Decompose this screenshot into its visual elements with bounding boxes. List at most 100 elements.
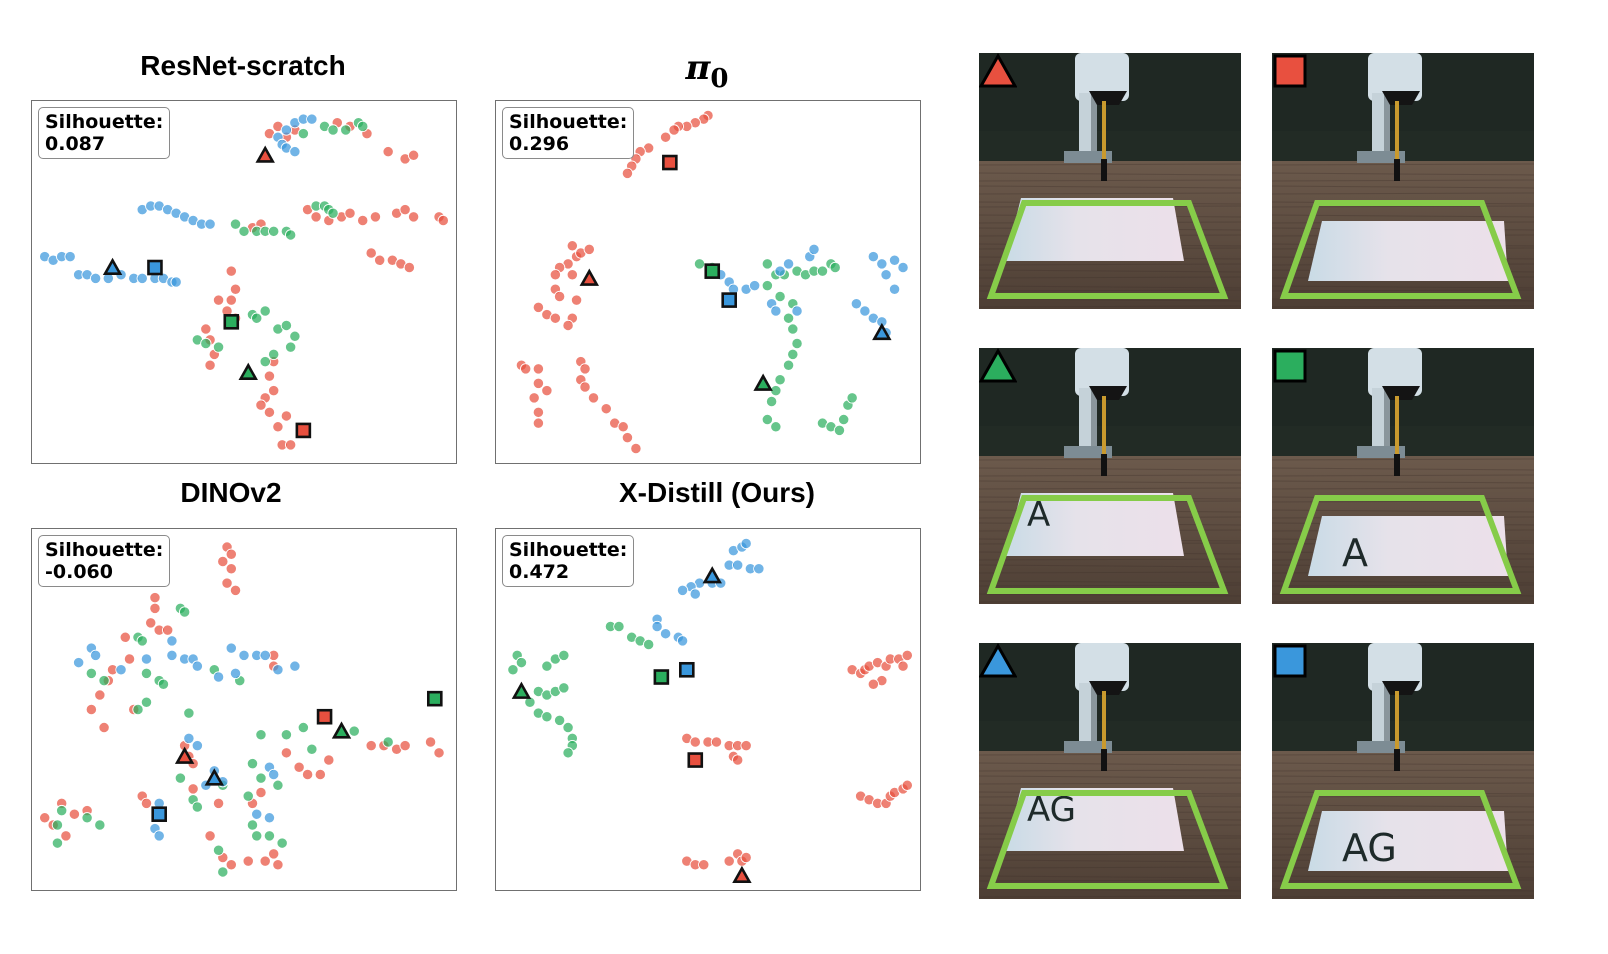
data-point-green [782,359,795,371]
data-point-red [723,855,735,867]
data-point-blue [89,649,102,662]
data-point-green [200,337,212,350]
blue-triangle-marker [702,566,722,584]
scatter-plot [515,109,909,455]
data-point-blue [280,124,293,136]
data-point-blue [72,656,85,669]
data-point-red [867,678,880,690]
scatter-panel-resnet: Silhouette:0.087 [31,100,457,464]
handwritten-text: AG [1027,790,1076,830]
data-point-green [242,790,254,802]
data-point-red [229,584,242,597]
data-point-red [39,812,51,824]
photo-scene: AG [979,643,1241,899]
data-point-red [549,312,562,324]
data-point-blue [170,276,182,288]
data-point-red [323,754,335,766]
green-square-marker [223,314,240,330]
panel-title-dinov2: DINOv2 [180,477,282,508]
data-point-red [217,555,229,568]
data-point-green [263,830,276,842]
silhouette-box: Silhouette:0.087 [38,107,171,159]
data-point-red [407,211,420,223]
data-point-red [374,254,386,266]
data-point-red [740,851,752,864]
green-square-marker [653,669,670,685]
red-triangle-icon [979,53,1017,88]
scatter-plot [39,113,449,451]
data-point-green [761,258,774,270]
data-point-blue [676,635,689,647]
blue-square-marker [679,661,695,678]
data-point-red [123,653,136,665]
green-triangle-marker [753,373,773,391]
data-point-green [251,312,263,324]
handwritten-text: A [1342,531,1368,575]
data-point-green [816,265,829,277]
data-point-red [149,591,161,604]
data-point-green [642,638,655,651]
data-point-blue [659,628,672,640]
data-point-green [246,757,259,770]
data-point-green [562,747,574,759]
data-point-green [238,225,250,237]
robot-photo-red-triangle [979,53,1241,309]
photo-scene [979,53,1241,309]
data-point-red [403,261,416,274]
data-point-red [284,439,297,451]
data-point-blue [859,305,871,317]
data-point-green [838,413,850,426]
data-point-green [846,392,858,404]
data-point-blue [888,283,901,295]
data-point-blue [770,305,782,317]
data-point-green [327,124,339,136]
red-square-marker [316,708,333,725]
data-point-green [791,337,803,350]
data-point-blue [153,830,165,842]
data-point-green [507,664,519,676]
data-point-red [549,269,562,281]
data-point-red [433,747,445,759]
data-point-blue [191,739,204,752]
green-square-marker [704,263,721,279]
data-point-green [94,819,106,831]
robot-photo-green-triangle: A [979,348,1241,604]
data-point-green [833,424,846,437]
data-point-red [204,830,216,842]
data-point-green [284,229,297,241]
data-point-green [761,413,774,426]
photo-scene: A [979,348,1241,604]
data-point-red [659,131,672,143]
data-point-blue [251,808,263,820]
data-point-red [587,392,600,404]
data-point-blue [64,251,76,263]
data-point-red [579,381,591,393]
silhouette-box: Silhouette:-0.060 [38,535,171,587]
data-point-green [217,866,229,878]
panel-title-resnet: ResNet-scratch [140,50,346,81]
workspace-frame [986,790,1229,889]
data-point-blue [204,218,216,230]
data-point-green [297,127,310,140]
green-triangle-icon [979,348,1017,383]
data-point-blue [774,265,786,277]
data-point-red [212,294,225,306]
red-square-icon [1273,54,1307,88]
data-point-green [770,421,782,433]
data-point-blue [263,812,276,824]
data-point-blue [867,251,880,263]
handwritten-text: AG [1342,826,1397,870]
green-triangle-marker [331,721,352,739]
data-point-green [765,395,778,408]
data-point-blue [808,243,820,256]
data-point-red [710,736,723,748]
photo-scene: AG [1272,643,1534,899]
silhouette-label: Silhouette: [45,539,164,561]
data-point-blue [306,113,318,125]
data-point-red [532,363,545,375]
data-point-blue [740,537,752,550]
red-square-marker [295,422,312,439]
data-point-red [520,363,532,375]
data-point-red [225,548,237,560]
data-point-red [365,739,377,752]
